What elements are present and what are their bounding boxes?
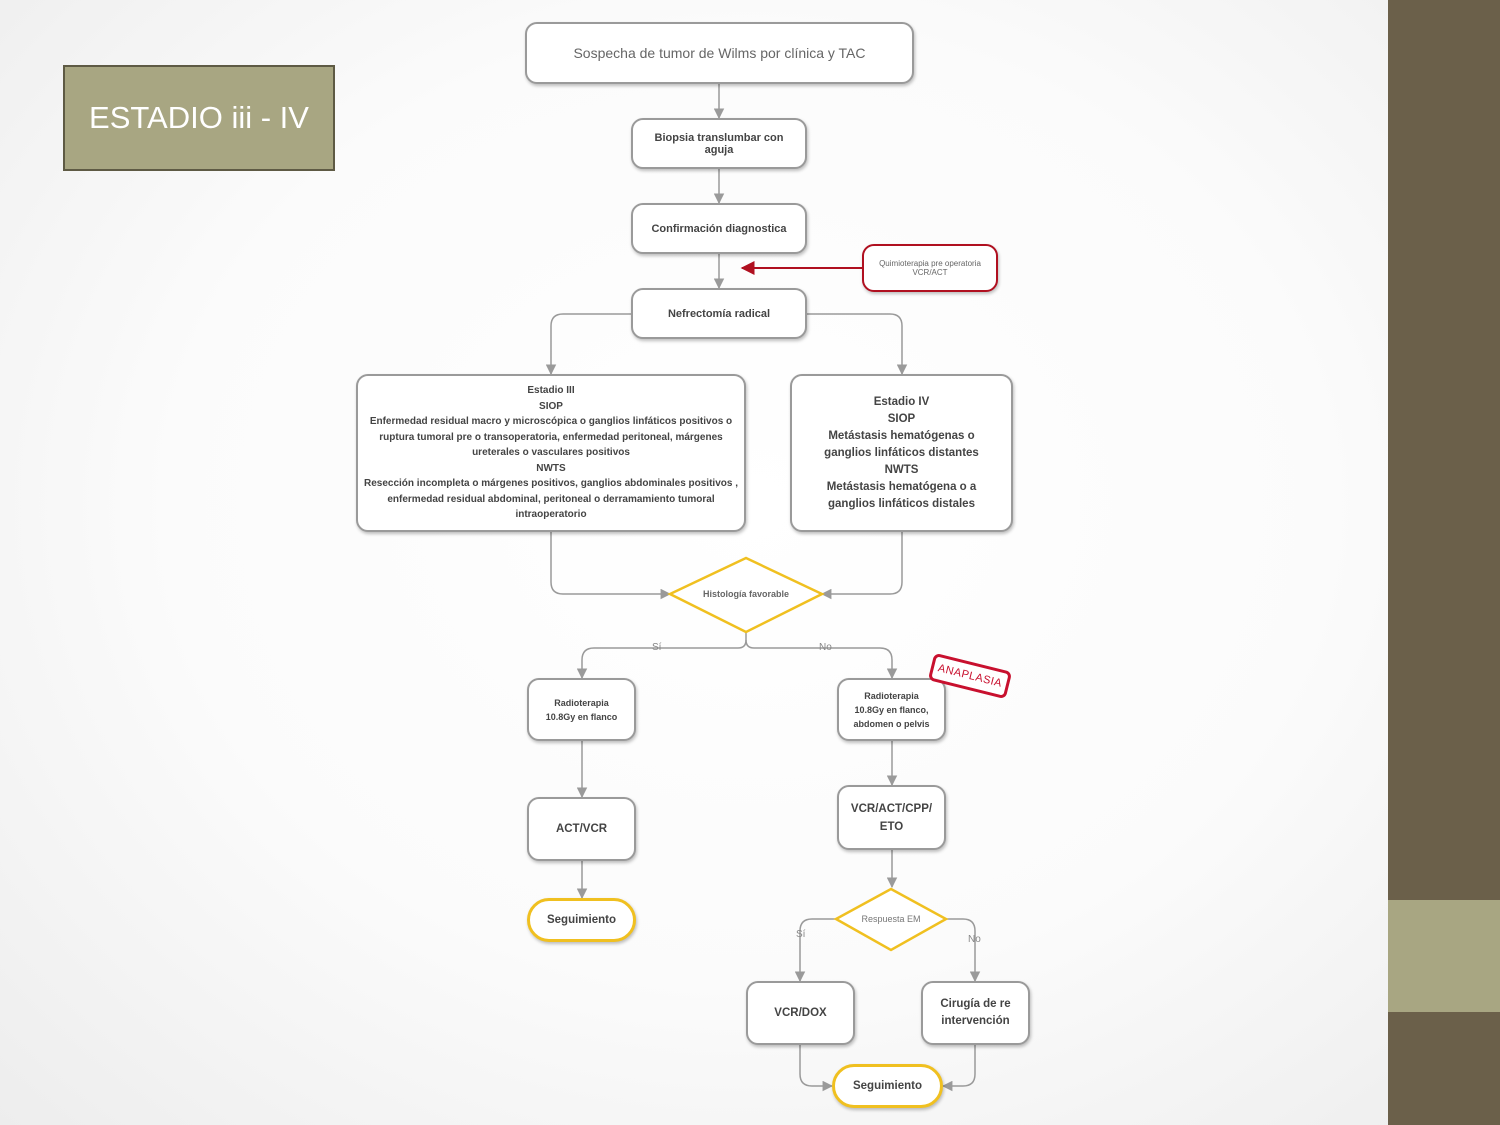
node-seguimiento-1: Seguimiento <box>527 898 636 942</box>
decision-respuesta-em: Respuesta EM <box>861 914 921 924</box>
edge-n14-n15 <box>941 1045 976 1092</box>
node-radioterapia-flanco: Radioterapia 10.8Gy en flanco <box>527 678 636 741</box>
slide-title: ESTADIO iii - IV <box>63 65 335 171</box>
right-sidebar-accent <box>1388 900 1500 1012</box>
edge-n5-n6 <box>545 313 631 376</box>
edge-d2-n14 <box>946 918 981 983</box>
decision-histologia-favorable: Histología favorable <box>702 589 790 599</box>
node-confirmacion: Confirmación diagnostica <box>631 203 807 254</box>
node-biopsia: Biopsia translumbar con aguja <box>631 118 807 169</box>
node-cirugia-reintervencion: Cirugía de re intervención <box>921 981 1030 1045</box>
node-quimioterapia-pre: Quimioterapia pre operatoria VCR/ACT <box>862 244 998 292</box>
node-estadio-iii: Estadio III SIOP Enfermedad residual mac… <box>356 374 746 532</box>
node-vcr-act-cpp-eto: VCR/ACT/CPP/ ETO <box>837 785 946 850</box>
node-radioterapia-abdomen: Radioterapia 10.8Gy en flanco, abdomen o… <box>837 678 946 741</box>
edge-label-si-2: Sí <box>796 929 806 940</box>
edge-n7-d1 <box>820 532 903 600</box>
edge-label-no-2: No <box>968 934 981 945</box>
edge-n13-n15 <box>799 1045 834 1092</box>
node-nefrectomia: Nefrectomía radical <box>631 288 807 339</box>
edge-d2-n13 <box>794 918 836 983</box>
node-estadio-iv: Estadio IV SIOP Metástasis hematógenas o… <box>790 374 1013 532</box>
flowchart-connectors <box>545 84 981 1092</box>
flowchart: Sospecha de tumor de Wilms por clínica y… <box>356 22 1030 1108</box>
edge-label-si-1: Sí <box>652 642 662 653</box>
node-sospecha: Sospecha de tumor de Wilms por clínica y… <box>525 22 914 84</box>
node-vcr-dox: VCR/DOX <box>746 981 855 1045</box>
edge-d1-n9 <box>745 639 898 680</box>
decision-histologia-shape <box>667 556 825 634</box>
node-seguimiento-2: Seguimiento <box>832 1064 943 1108</box>
edge-label-no-1: No <box>819 642 832 653</box>
node-act-vcr: ACT/VCR <box>527 797 636 861</box>
decision-respuesta-shape <box>833 887 949 952</box>
edge-d1-n8 <box>576 632 747 680</box>
edge-n5-n7 <box>807 313 908 376</box>
edge-n6-d1 <box>550 532 672 600</box>
